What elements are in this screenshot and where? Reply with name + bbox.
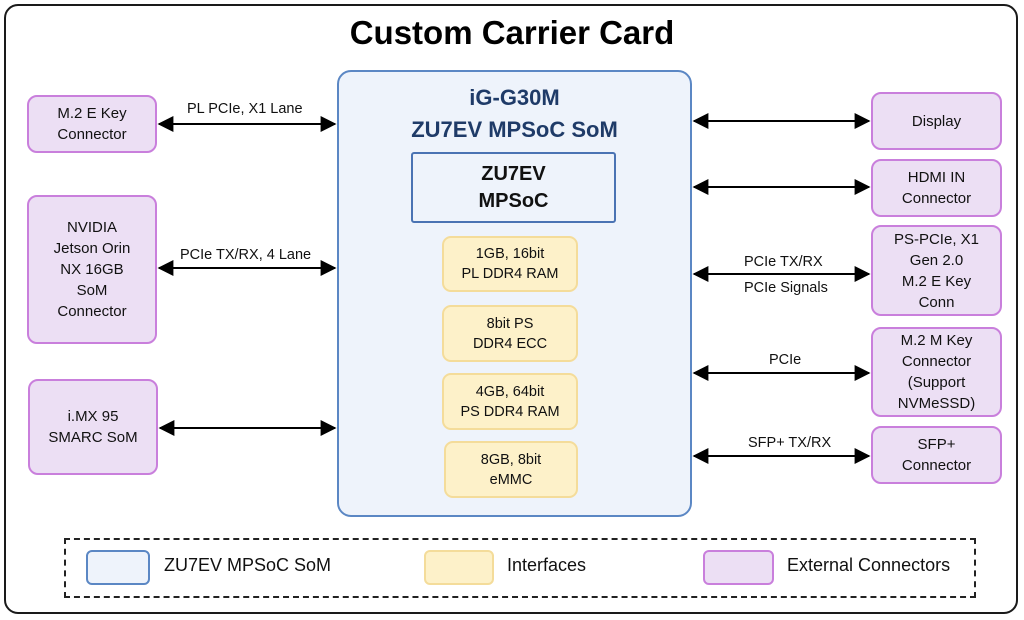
connector-nvidia-jetson: NVIDIA Jetson Orin NX 16GB SoM Connector: [27, 195, 157, 344]
diagram-title: Custom Carrier Card: [349, 14, 675, 51]
interface-ps-ddr4-ram: 4GB, 64bit PS DDR4 RAM: [442, 373, 578, 430]
connector-sfp-plus: SFP+ Connector: [871, 426, 1002, 484]
connector-m2-e-key: M.2 E Key Connector: [27, 95, 157, 153]
interface-ps-ddr4-ecc: 8bit PS DDR4 ECC: [442, 305, 578, 362]
legend-swatch-interfaces: [424, 550, 494, 585]
connector-m2-m-key: M.2 M Key Connector (Support NVMeSSD): [871, 327, 1002, 417]
link-label-pcie-signals: PCIe Signals: [744, 280, 828, 296]
link-label-sfp-txrx: SFP+ TX/RX: [748, 435, 832, 451]
legend-label-external: External Connectors: [787, 555, 951, 575]
link-label-pcie-4-lane: PCIe TX/RX, 4 Lane: [180, 247, 312, 263]
connector-ps-pcie-m2-e-key: PS-PCIe, X1 Gen 2.0 M.2 E Key Conn: [871, 225, 1002, 316]
connector-imx95-smarc: i.MX 95 SMARC SoM: [28, 379, 158, 475]
legend-swatch-som: [86, 550, 150, 585]
connector-hdmi-in: HDMI IN Connector: [871, 159, 1002, 217]
som-title: iG-G30M ZU7EV MPSoC SoM: [411, 85, 618, 142]
legend-label-som: ZU7EV MPSoC SoM: [164, 555, 332, 575]
legend-label-interfaces: Interfaces: [507, 555, 587, 575]
mpsoc-block: ZU7EV MPSoC: [411, 152, 616, 223]
carrier-card-frame: [4, 4, 1018, 614]
legend-swatch-external: [703, 550, 774, 585]
interface-pl-ddr4: 1GB, 16bit PL DDR4 RAM: [442, 236, 578, 292]
link-label-pcie-txrx: PCIe TX/RX: [744, 254, 823, 270]
legend: [64, 538, 976, 598]
interface-emmc: 8GB, 8bit eMMC: [444, 441, 578, 498]
link-label-pcie: PCIe: [769, 352, 802, 368]
connector-display: Display: [871, 92, 1002, 150]
link-label-pl-pcie: PL PCIe, X1 Lane: [187, 101, 303, 117]
